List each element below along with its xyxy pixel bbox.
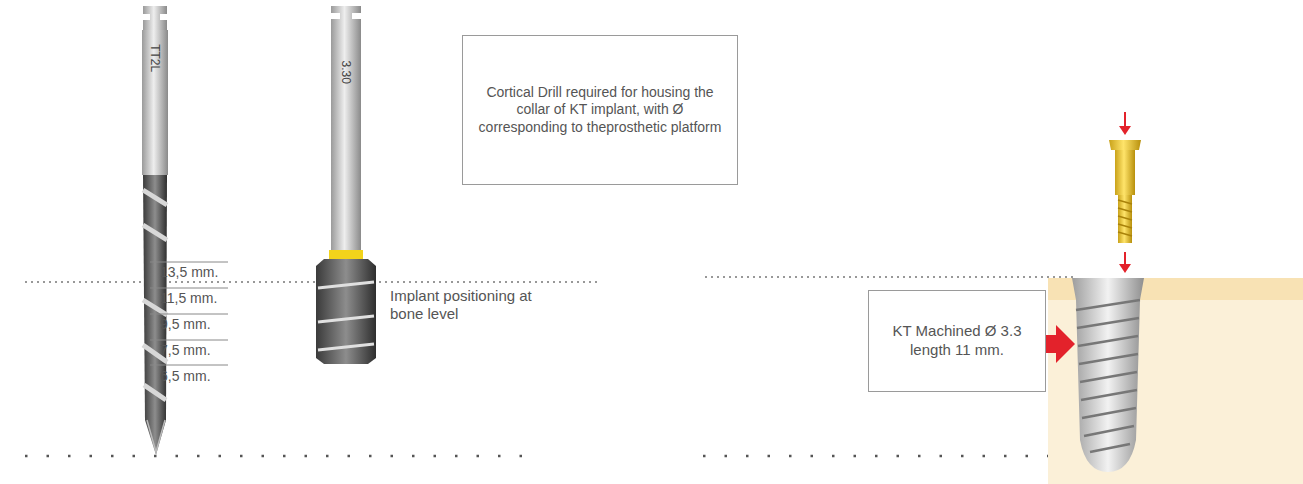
- drill-code: TT2L: [148, 44, 162, 72]
- implant-label-box: KT Machined Ø 3.3 length 11 mm.: [868, 290, 1046, 392]
- depth-marks: [150, 262, 228, 365]
- bone-level-line: [705, 276, 1075, 278]
- depth-mark: 9,5 mm.: [160, 316, 211, 333]
- box-text: Cortical Drill required for housing the …: [473, 84, 727, 137]
- drill-diameter: 3.30: [339, 60, 353, 83]
- red-arrows: [1040, 112, 1131, 363]
- depth-mark: 6,5 mm.: [160, 368, 211, 385]
- kt-implant: [1072, 278, 1144, 472]
- cover-screw: [1109, 140, 1141, 243]
- cortical-drill: [316, 6, 376, 364]
- depth-mark: 13,5 mm.: [160, 264, 218, 281]
- twist-drill: [142, 6, 168, 455]
- depth-mark: 11,5 mm.: [160, 290, 217, 307]
- bone: [1048, 278, 1303, 484]
- bone-level-line: [25, 281, 600, 283]
- note-text: Implant positioning at bone level: [390, 287, 550, 323]
- note-box: Cortical Drill required for housing the …: [462, 35, 738, 185]
- apex-line: [25, 455, 535, 458]
- depth-mark: 7,5 mm.: [160, 342, 211, 359]
- box-text: KT Machined Ø 3.3 length 11 mm.: [877, 322, 1037, 360]
